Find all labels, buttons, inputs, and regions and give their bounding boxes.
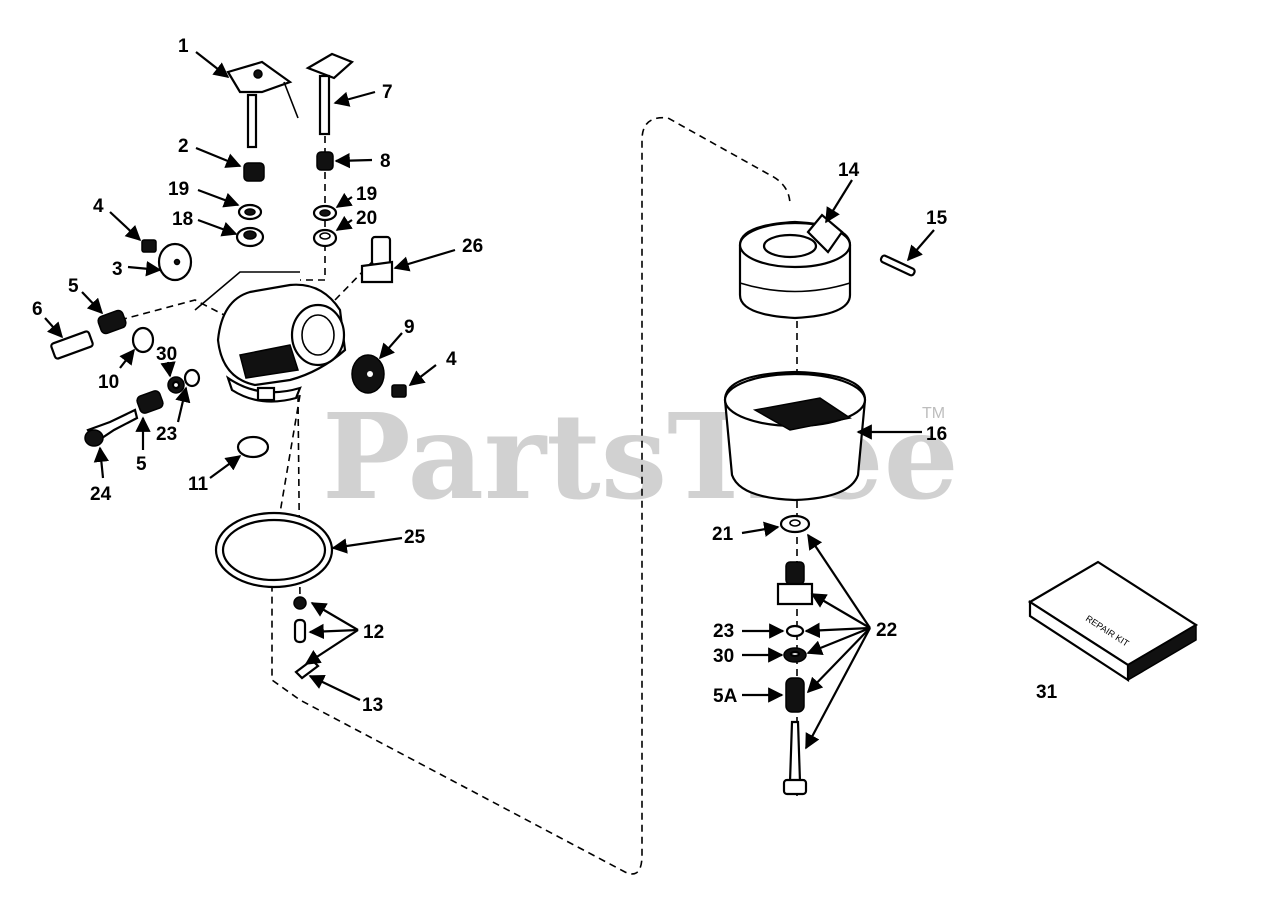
label-21: 21 — [712, 524, 734, 545]
part-9-choke-plate — [351, 354, 385, 394]
part-18-bushing — [235, 226, 265, 248]
label-24: 24 — [90, 484, 112, 505]
label-20: 20 — [356, 208, 377, 229]
part-25-bowl-gasket — [214, 511, 334, 589]
part-1-throttle-shaft — [226, 60, 299, 149]
label-26: 26 — [462, 236, 483, 257]
part-15-float-pin — [879, 254, 916, 277]
label-30-right: 30 — [713, 646, 734, 667]
part-20-washer — [312, 228, 338, 248]
part-26-fuel-fitting — [360, 235, 394, 284]
label-4-right: 4 — [446, 349, 457, 370]
part-4-screw-left — [141, 239, 157, 253]
part-23-o-ring-left — [183, 368, 201, 388]
part-11-o-ring — [236, 435, 270, 459]
label-31: 31 — [1036, 682, 1058, 703]
part-2-spring — [243, 162, 265, 182]
part-22-bowl-nut — [776, 561, 814, 606]
label-4-left: 4 — [93, 196, 104, 217]
part-3-throttle-plate — [157, 242, 193, 282]
label-15: 15 — [926, 208, 948, 229]
part-22-adjusting-needle — [782, 720, 808, 796]
label-14: 14 — [838, 160, 860, 181]
label-2: 2 — [178, 136, 189, 157]
label-18: 18 — [172, 209, 193, 230]
part-8-spring — [316, 151, 334, 171]
part-23-o-ring-right — [785, 624, 805, 638]
label-22: 22 — [876, 620, 897, 641]
part-19-seal-left — [237, 203, 263, 221]
part-4-screw-right — [391, 384, 407, 398]
label-8: 8 — [380, 151, 391, 172]
label-5-lower: 5 — [136, 454, 147, 475]
label-23-left: 23 — [156, 424, 177, 445]
label-5-upper: 5 — [68, 276, 79, 297]
label-12: 12 — [363, 622, 384, 643]
part-10-o-ring — [131, 326, 155, 354]
label-10: 10 — [98, 372, 119, 393]
label-11: 11 — [188, 474, 209, 495]
label-19-right: 19 — [356, 184, 377, 205]
watermark-trademark: TM — [922, 405, 945, 422]
label-16: 16 — [926, 424, 947, 445]
part-19-seal-right — [312, 204, 338, 222]
guide-line-26 — [334, 261, 373, 301]
part-21-washer — [779, 514, 811, 534]
part-30-washer-left — [167, 376, 185, 394]
assembly-dashed-line — [271, 116, 791, 875]
label-19-left: 19 — [168, 179, 189, 200]
label-1: 1 — [178, 36, 189, 57]
part-14-float — [738, 213, 852, 320]
label-3: 3 — [112, 259, 123, 280]
part-24-main-jet-screw — [84, 408, 139, 447]
label-23-right: 23 — [713, 621, 734, 642]
part-30-washer-right — [783, 647, 807, 663]
part-5-spring-upper — [97, 309, 127, 335]
label-30-left: 30 — [156, 344, 177, 365]
guide-line-left — [119, 299, 231, 321]
part-6-idle-screw — [50, 330, 94, 360]
label-5A: 5A — [713, 686, 738, 707]
part-31-repair-kit: REPAIR KIT — [1027, 560, 1199, 683]
part-5-spring-lower — [136, 390, 164, 414]
label-6: 6 — [32, 299, 43, 320]
label-25: 25 — [404, 527, 426, 548]
part-7-choke-shaft — [305, 52, 355, 136]
leader-arrows — [44, 51, 935, 750]
part-12-inlet-needle — [293, 596, 307, 644]
label-7: 7 — [382, 82, 393, 103]
label-13: 13 — [362, 695, 383, 716]
part-carburetor-body — [194, 271, 347, 403]
label-9: 9 — [404, 317, 415, 338]
part-5A-spring — [785, 677, 805, 713]
part-16-float-bowl — [723, 370, 867, 502]
